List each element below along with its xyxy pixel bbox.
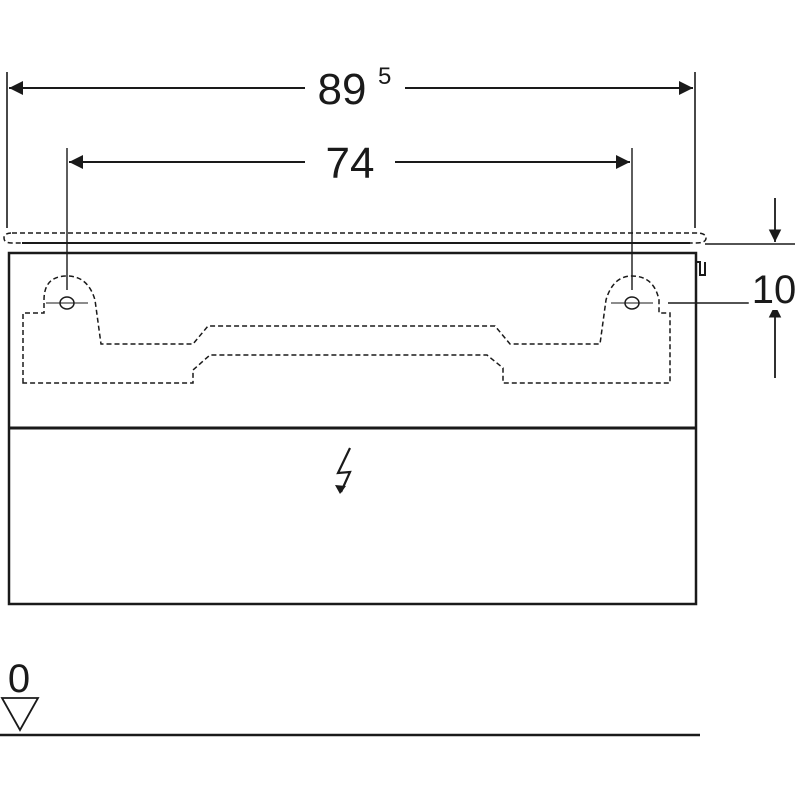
side-handle — [696, 261, 706, 276]
cabinet-body — [7, 242, 706, 606]
hole-height-label: 10 — [752, 268, 797, 312]
hole-height-dimension: 10 — [668, 198, 800, 378]
overall-width-superscript: 5 — [378, 63, 391, 90]
overall-width-dimension: 89 5 — [6, 63, 696, 228]
countertop-outline — [3, 232, 707, 244]
floor-level-label: 0 — [8, 657, 30, 701]
mounting-hole-left — [46, 296, 88, 310]
overall-width-label: 89 — [318, 65, 367, 114]
hole-spacing-dimension: 74 — [66, 139, 633, 290]
mounting-bracket-outline — [22, 275, 671, 384]
hole-spacing-label: 74 — [326, 139, 375, 188]
floor-level: 0 — [0, 657, 700, 737]
lightning-icon — [335, 447, 352, 494]
hole-height-label-background — [748, 270, 800, 310]
mounting-hole-right — [611, 296, 653, 310]
floor-level-triangle-icon — [0, 697, 40, 732]
